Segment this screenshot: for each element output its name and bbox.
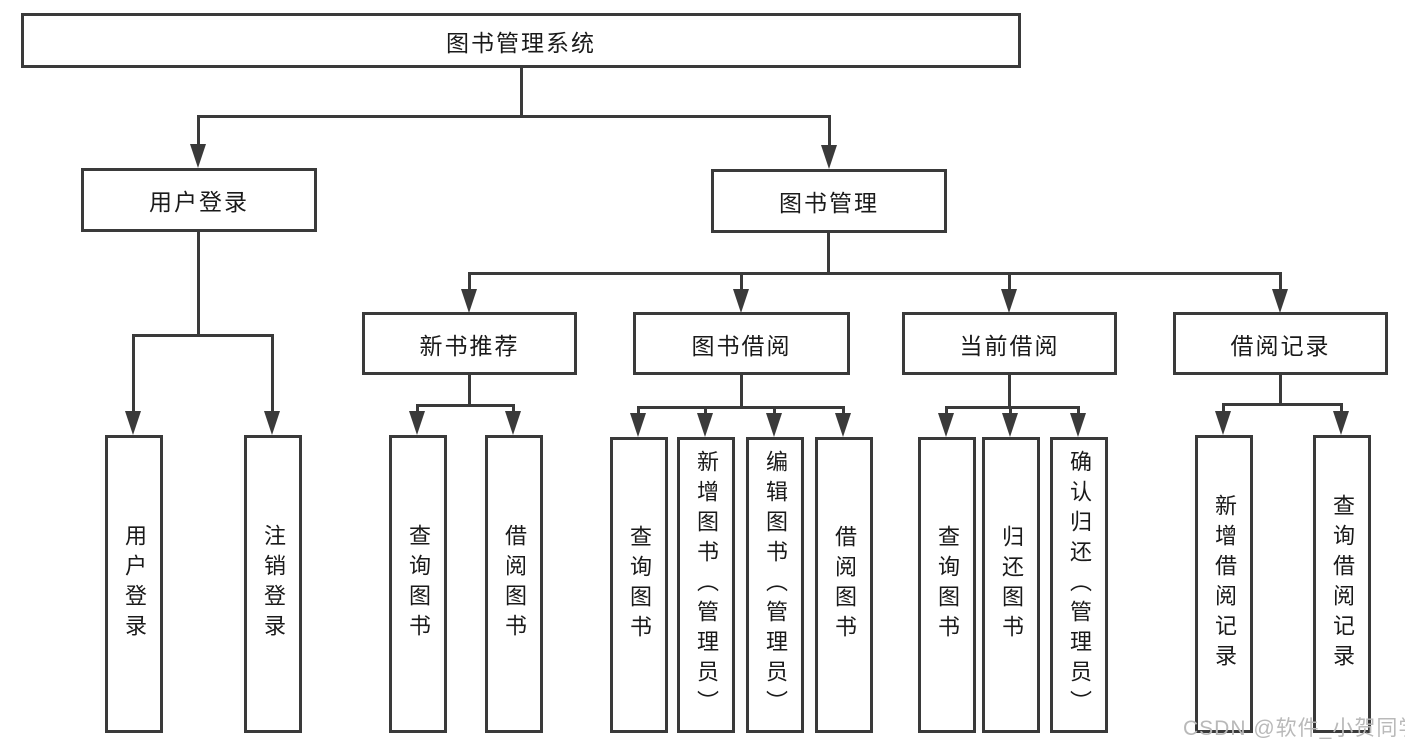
node-user-login: 用户登录 (81, 168, 317, 232)
arrow-down-icon (125, 411, 141, 435)
node-label: 用户登录 (149, 189, 249, 215)
node-label: 查询图书 (935, 525, 960, 645)
connector-line (416, 404, 515, 407)
connector-line (740, 272, 743, 292)
node-query-books-borrowing: 查询图书 (610, 437, 668, 733)
node-label: 归还图书 (999, 525, 1024, 645)
node-current-borrowing: 当前借阅 (902, 312, 1117, 375)
connector-line (271, 334, 274, 413)
node-book-management: 图书管理 (711, 169, 947, 233)
connector-line (1279, 272, 1282, 292)
connector-line (827, 233, 830, 275)
connector-line (1009, 406, 1012, 415)
node-add-books-admin: 新增图书（管理员） (677, 437, 735, 733)
node-label: 新增图书（管理员） (694, 450, 719, 720)
arrow-down-icon (697, 413, 713, 437)
arrow-down-icon (505, 411, 521, 435)
connector-line (1340, 403, 1343, 413)
node-borrowing-records: 借阅记录 (1173, 312, 1388, 375)
node-label: 编辑图书（管理员） (763, 450, 788, 720)
node-borrow-books: 借阅图书 (815, 437, 873, 733)
connector-line (197, 232, 200, 337)
node-library-management-system: 图书管理系统 (21, 13, 1021, 68)
connector-line (704, 406, 707, 415)
node-label: 借阅图书 (502, 524, 527, 644)
connector-line (1222, 403, 1225, 413)
node-label: 新书推荐 (419, 332, 520, 359)
arrow-down-icon (1070, 413, 1086, 437)
connector-line (197, 115, 831, 118)
connector-line (1008, 272, 1011, 292)
node-label: 查询图书 (627, 525, 652, 645)
connector-line (520, 66, 523, 118)
node-query-books-recommend: 查询图书 (389, 435, 447, 733)
node-query-borrow-record: 查询借阅记录 (1313, 435, 1371, 733)
node-edit-books-admin: 编辑图书（管理员） (746, 437, 804, 733)
connector-line (1279, 375, 1282, 406)
arrow-down-icon (938, 413, 954, 437)
node-label: 确认归还（管理员） (1067, 450, 1092, 720)
csdn-watermark: CSDN @软件_小贺同学 (1183, 717, 1405, 740)
node-label: 借阅图书 (832, 525, 857, 645)
node-label: 图书借阅 (691, 332, 792, 359)
node-label: 用户登录 (122, 524, 147, 644)
node-add-borrow-record: 新增借阅记录 (1195, 435, 1253, 733)
connector-line (197, 115, 200, 147)
connector-line (132, 334, 274, 337)
connector-line (1222, 403, 1343, 406)
node-label: 注销登录 (261, 524, 286, 644)
connector-line (945, 406, 948, 415)
connector-line (468, 272, 1282, 275)
connector-line (1008, 375, 1011, 409)
arrow-down-icon (766, 413, 782, 437)
arrow-down-icon (1333, 411, 1349, 435)
arrow-down-icon (409, 411, 425, 435)
arrow-down-icon (190, 144, 206, 168)
node-query-books-current: 查询图书 (918, 437, 976, 733)
node-confirm-return-admin: 确认归还（管理员） (1050, 437, 1108, 733)
arrow-down-icon (630, 413, 646, 437)
connector-line (132, 334, 135, 413)
node-label: 借阅记录 (1230, 332, 1331, 359)
connector-line (842, 406, 845, 415)
arrow-down-icon (1215, 411, 1231, 435)
node-new-book-recommendation: 新书推荐 (362, 312, 577, 375)
node-label: 图书管理系统 (446, 29, 596, 56)
arrow-down-icon (733, 289, 749, 313)
connector-line (468, 272, 471, 292)
connector-line (828, 115, 831, 147)
connector-line (773, 406, 776, 415)
connector-line (1077, 406, 1080, 415)
connector-line (512, 404, 515, 414)
node-label: 查询借阅记录 (1330, 494, 1355, 674)
arrow-down-icon (264, 411, 280, 435)
connector-line (637, 406, 640, 415)
connector-line (945, 406, 1080, 409)
arrow-down-icon (821, 145, 837, 169)
connector-line (637, 406, 845, 409)
arrow-down-icon (835, 413, 851, 437)
node-label: 当前借阅 (959, 332, 1060, 359)
node-label: 图书管理 (779, 190, 879, 216)
node-borrow-books-recommend: 借阅图书 (485, 435, 543, 733)
arrow-down-icon (1001, 289, 1017, 313)
connector-line (468, 375, 471, 407)
connector-line (416, 404, 419, 414)
node-book-borrowing: 图书借阅 (633, 312, 850, 375)
arrow-down-icon (1272, 289, 1288, 313)
node-label: 新增借阅记录 (1212, 494, 1237, 674)
node-label: 查询图书 (406, 524, 431, 644)
node-user-login-leaf: 用户登录 (105, 435, 163, 733)
node-logout: 注销登录 (244, 435, 302, 733)
arrow-down-icon (461, 289, 477, 313)
node-return-books: 归还图书 (982, 437, 1040, 733)
arrow-down-icon (1002, 413, 1018, 437)
connector-line (740, 375, 743, 409)
